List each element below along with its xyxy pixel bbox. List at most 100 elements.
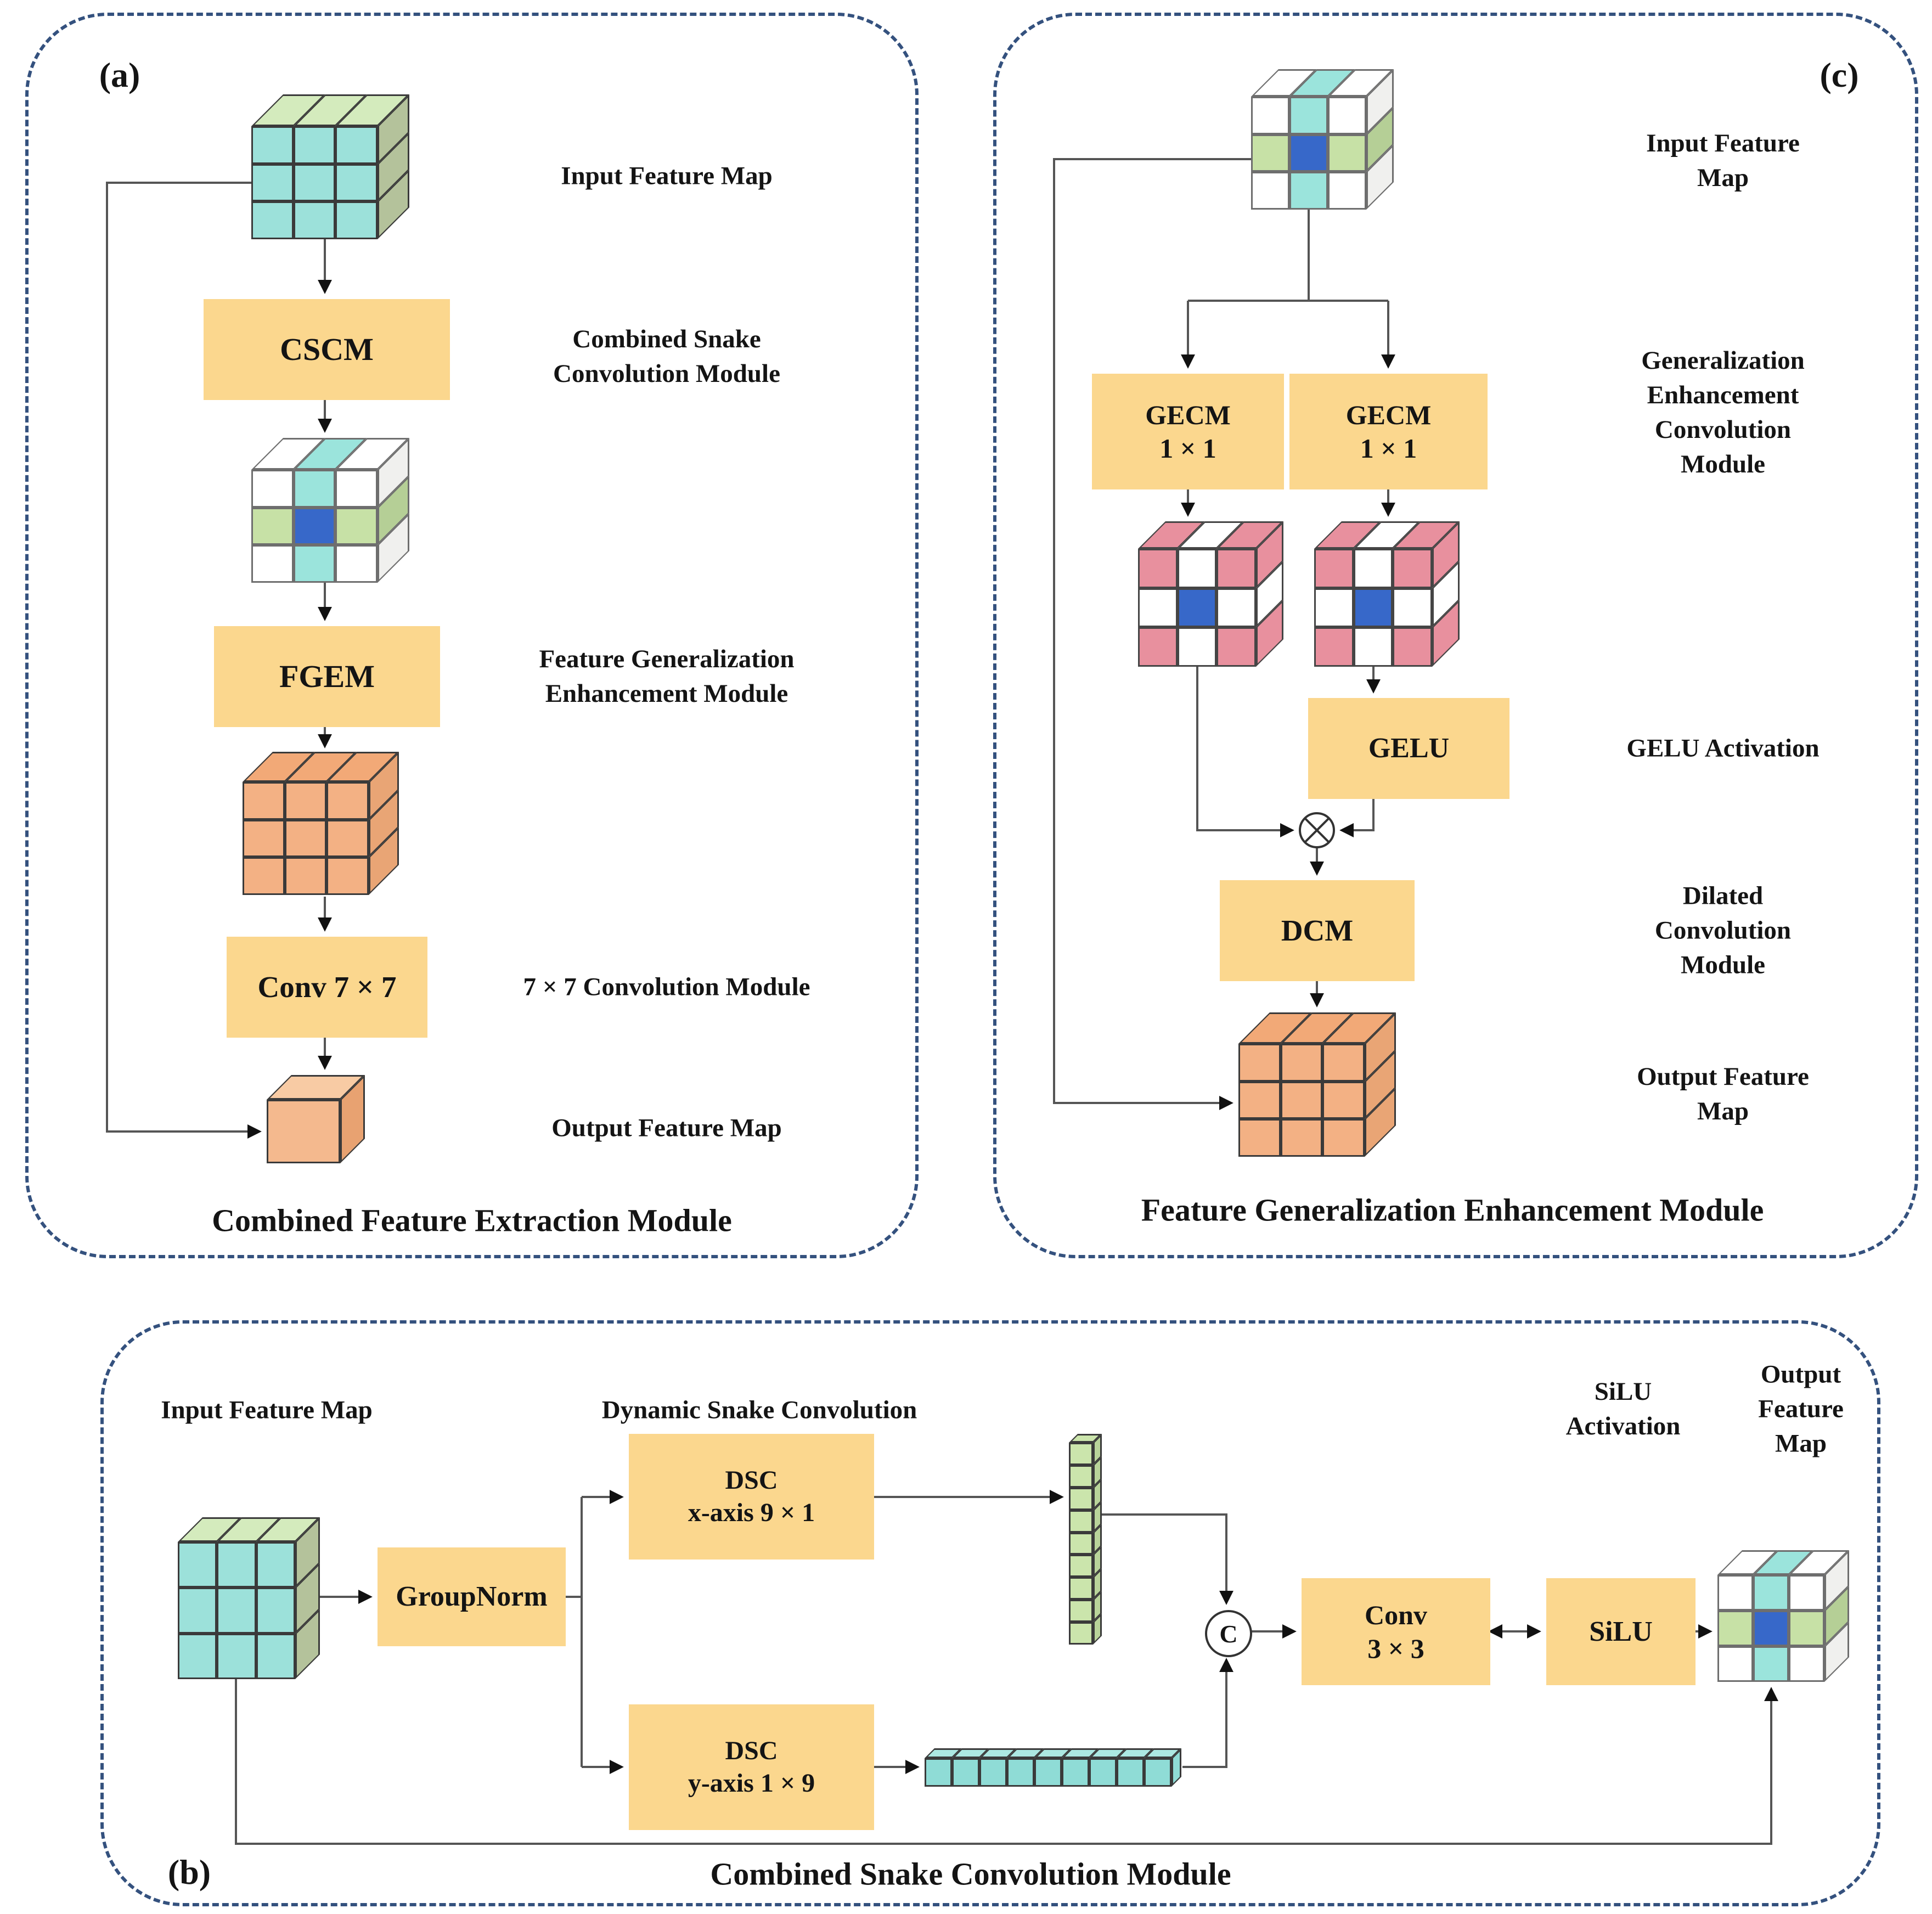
- cube-face: [178, 1542, 295, 1679]
- cube-cell: [1322, 1044, 1365, 1082]
- cube-face: [1138, 549, 1256, 667]
- cube-cell: [1069, 1487, 1093, 1510]
- cube-cell: [335, 545, 378, 583]
- cube-cell: [1069, 1577, 1093, 1600]
- fgem-box: FGEM: [214, 626, 440, 727]
- cube-cell: [1177, 549, 1217, 588]
- cube-cell: [1089, 1758, 1117, 1787]
- cube-cell: [251, 126, 294, 164]
- cube-cell: [1177, 627, 1217, 667]
- cube-cell: [1238, 1081, 1281, 1119]
- x-axis-feature-bar: [1069, 1434, 1102, 1645]
- multiply-icon: [1299, 812, 1335, 848]
- cube-face: [251, 470, 378, 583]
- cube-cell: [1280, 1081, 1323, 1119]
- output-feature-map-label-c: Output Feature Map: [1637, 1062, 1809, 1125]
- input-feature-cube-b: [178, 1517, 320, 1679]
- gelu-box: GELU: [1308, 698, 1509, 799]
- cube-cell: [217, 1542, 256, 1588]
- cube-cell: [1177, 588, 1217, 628]
- cube-cell: [251, 164, 294, 202]
- cube-cell: [1353, 549, 1393, 588]
- gecm-feature-cube-right: [1314, 521, 1460, 667]
- cube-cell: [1717, 1575, 1753, 1611]
- cube-cell: [1069, 1600, 1093, 1623]
- conv3x3-box: Conv 3 × 3: [1302, 1578, 1490, 1685]
- cube-cell: [293, 545, 336, 583]
- cube-cell: [1314, 549, 1354, 588]
- cube-cell: [1289, 134, 1328, 172]
- cube-cell: [1069, 1443, 1093, 1465]
- cube-cell: [1251, 134, 1289, 172]
- cube-cell: [1717, 1611, 1753, 1646]
- cube-cell: [293, 470, 336, 508]
- cube-cell: [1789, 1646, 1824, 1682]
- cube-cell: [251, 201, 294, 239]
- output-feature-cube-a: [267, 1075, 365, 1163]
- cube-cell: [1069, 1555, 1093, 1578]
- dcm-box: DCM: [1220, 880, 1415, 981]
- cube-face: [1314, 549, 1432, 667]
- cube-cell: [217, 1633, 256, 1679]
- cube-cell: [178, 1588, 217, 1634]
- cube-cell: [326, 782, 369, 820]
- gelu-label: GELU Activation: [1626, 734, 1820, 763]
- silu-activation-label: SiLU Activation: [1565, 1377, 1681, 1440]
- cube-cell: [293, 164, 336, 202]
- cube-cell: [1789, 1611, 1824, 1646]
- cube-cell: [1322, 1119, 1365, 1157]
- cube-cell: [1138, 549, 1178, 588]
- conv7x7-label: 7 × 7 Convolution Module: [523, 972, 810, 1001]
- cube-cell: [1138, 588, 1178, 628]
- panel-a-border: [25, 13, 919, 1258]
- snake-feature-cube-a: [251, 438, 409, 583]
- cube-cell: [1289, 97, 1328, 134]
- panel-b-tag: (b): [167, 1853, 211, 1892]
- gecm1-box: GECM 1 × 1: [1092, 374, 1284, 489]
- conv7x7-box: Conv 7 × 7: [227, 937, 427, 1038]
- cube-cell: [243, 857, 285, 895]
- cube-cell: [243, 819, 285, 858]
- cube-cell: [1280, 1044, 1323, 1082]
- output-feature-map-label-a: Output Feature Map: [551, 1113, 782, 1142]
- gecm-feature-cube-left: [1138, 521, 1283, 667]
- panel-a-caption: Combined Feature Extraction Module: [212, 1202, 732, 1239]
- cube-cell: [1216, 549, 1256, 588]
- cube-cell: [1216, 627, 1256, 667]
- cube-cell: [1138, 627, 1178, 667]
- cube-cell: [1753, 1646, 1789, 1682]
- cube-cell: [1322, 1081, 1365, 1119]
- cube-face: [925, 1758, 1171, 1787]
- cube-cell: [293, 201, 336, 239]
- panel-a-tag: (a): [99, 55, 140, 94]
- cube-cell: [1314, 627, 1354, 667]
- cube-cell: [1393, 549, 1432, 588]
- cube-cell: [1251, 97, 1289, 134]
- cube-face: [1717, 1575, 1824, 1682]
- cube-cell: [979, 1758, 1007, 1787]
- cube-cell: [335, 201, 378, 239]
- cube-cell: [1069, 1622, 1093, 1645]
- cube-cell: [1069, 1532, 1093, 1555]
- output-feature-cube-b: [1717, 1550, 1849, 1682]
- cube-face: [251, 126, 378, 239]
- cube-cell: [1062, 1758, 1089, 1787]
- silu-box: SiLU: [1546, 1578, 1696, 1685]
- cube-cell: [284, 782, 327, 820]
- cube-cell: [1353, 627, 1393, 667]
- cube-cell: [251, 470, 294, 508]
- output-feature-cube-c: [1238, 1012, 1396, 1157]
- dynamic-snake-convolution-label: Dynamic Snake Convolution: [601, 1395, 917, 1425]
- dsc-x-box: DSC x-axis 9 × 1: [629, 1434, 874, 1560]
- cube-cell: [335, 126, 378, 164]
- panel-c-border: [993, 13, 1918, 1258]
- cube-cell: [925, 1758, 952, 1787]
- y-axis-feature-bar: [925, 1748, 1181, 1787]
- cube-cell: [335, 507, 378, 545]
- enhanced-feature-cube-a: [243, 752, 399, 895]
- cube-cell: [1393, 627, 1432, 667]
- input-feature-cube-a: [251, 94, 409, 239]
- cube-face: [1069, 1443, 1093, 1645]
